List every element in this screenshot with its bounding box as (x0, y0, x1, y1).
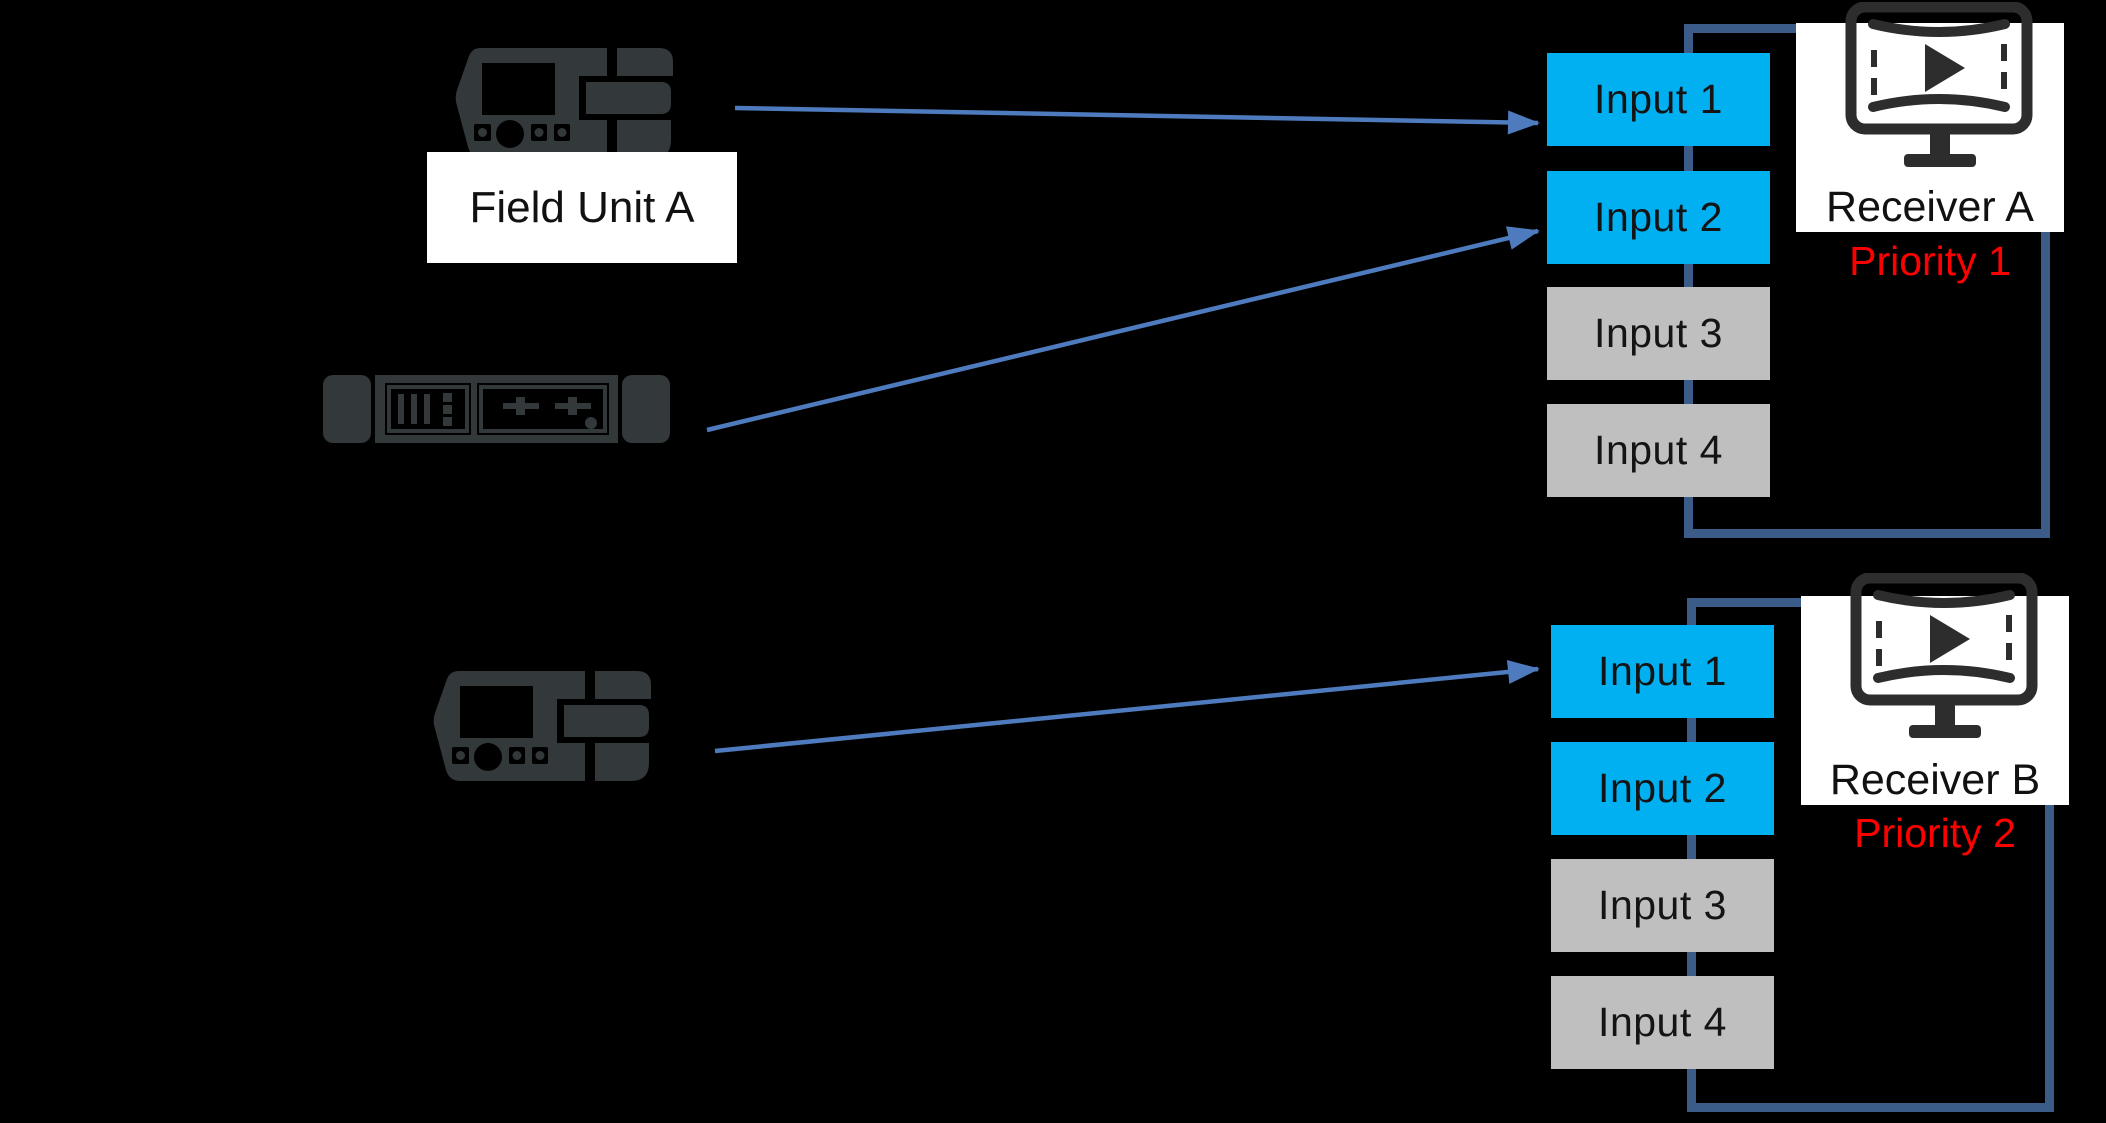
arrow-rack-unit-to-input2 (706, 226, 1540, 433)
input-label: Input 4 (1594, 427, 1723, 473)
input-label: Input 3 (1594, 310, 1723, 356)
input-label: Input 1 (1598, 648, 1727, 694)
field-unit-icon (433, 671, 655, 781)
field-unit-icon (455, 48, 677, 158)
input-label: Input 3 (1598, 882, 1727, 928)
input-label: Input 1 (1594, 76, 1723, 122)
video-monitor-icon (1845, 1, 2035, 172)
receiver-b-input-3: Input 3 (1551, 859, 1774, 952)
arrow-field-unit-b-to-input1 (714, 660, 1540, 754)
receiver-b-input-2: Input 2 (1551, 742, 1774, 835)
receiver-b-priority: Priority 2 (1854, 809, 2016, 856)
receiver-a-input-2: Input 2 (1547, 171, 1770, 264)
field-unit-a-label: Field Unit A (427, 152, 737, 263)
receiver-a-input-4: Input 4 (1547, 404, 1770, 497)
rack-unit-icon (323, 373, 670, 445)
input-label: Input 2 (1598, 765, 1727, 811)
receiver-a-priority: Priority 1 (1849, 237, 2011, 284)
input-label: Input 4 (1598, 999, 1727, 1045)
receiver-b-name: Receiver B (1829, 755, 2041, 804)
receiver-a-input-3: Input 3 (1547, 287, 1770, 380)
arrow-field-unit-a-to-input1 (734, 105, 1540, 135)
input-label: Input 2 (1594, 194, 1723, 240)
receiver-a-name: Receiver A (1826, 182, 2034, 231)
receiver-b-input-1: Input 1 (1551, 625, 1774, 718)
receiver-a-input-1: Input 1 (1547, 53, 1770, 146)
video-monitor-icon (1850, 572, 2040, 743)
receiver-b-input-4: Input 4 (1551, 976, 1774, 1069)
field-unit-a-label-text: Field Unit A (469, 182, 695, 232)
